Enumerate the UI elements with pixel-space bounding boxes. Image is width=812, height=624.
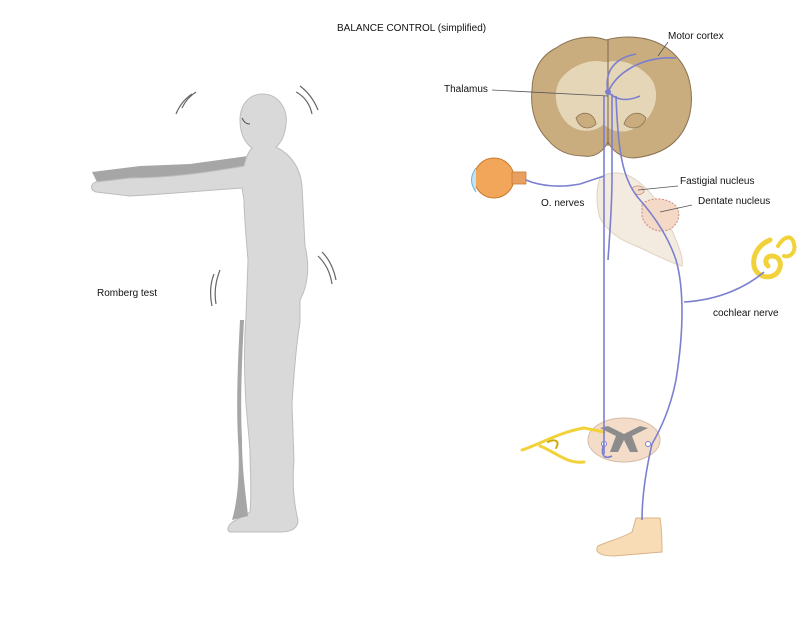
- cornea: [471, 167, 477, 193]
- neural-pathways: [525, 53, 765, 521]
- foot: [596, 517, 663, 557]
- closed-eye: [241, 117, 251, 125]
- cerebellum: [596, 172, 683, 267]
- optic-stump: [511, 171, 527, 185]
- brainstem-shape: [596, 172, 683, 267]
- dentate-nucleus-shape: [641, 198, 680, 232]
- sensory-nerve: [520, 426, 606, 464]
- label-leaders: [491, 41, 693, 213]
- cord-connector: [601, 443, 613, 459]
- sway-marks: [175, 85, 337, 307]
- eye: [471, 157, 527, 199]
- optic-pathway: [525, 175, 605, 187]
- back-leg: [232, 320, 248, 520]
- semicircular-canals: [776, 235, 797, 259]
- spinal-cord: [587, 417, 661, 463]
- o-nerves-label: O. nerves: [541, 198, 585, 209]
- thalamus-label: Thalamus: [444, 84, 488, 95]
- left-ventricle: [575, 112, 597, 129]
- cochlear-nerve-label: cochlear nerve: [713, 308, 779, 319]
- cord-node-right: [645, 441, 651, 447]
- grey-matter: [600, 426, 648, 452]
- descending-tract-mid: [607, 94, 613, 261]
- thalamic-branch: [607, 91, 641, 101]
- motor-cortex-label: Motor cortex: [668, 31, 724, 42]
- cochlea-spiral: [751, 237, 783, 280]
- eyeball: [473, 157, 515, 199]
- body-silhouette: [91, 93, 309, 533]
- spinocerebellar-tract: [615, 95, 683, 521]
- inner-ear: [751, 235, 797, 280]
- dentate-nucleus-label: Dentate nucleus: [698, 196, 771, 207]
- right-ventricle: [623, 112, 647, 129]
- romberg-label: Romberg test: [97, 288, 158, 299]
- diagram-title: BALANCE CONTROL (simplified): [337, 23, 487, 34]
- cortex-pathway-left: [606, 53, 637, 93]
- cochlear-pathway: [683, 271, 765, 303]
- fastigial-nucleus-label: Fastigial nucleus: [680, 176, 755, 187]
- cortex-pathway-right: [607, 57, 677, 93]
- romberg-figure: [91, 85, 337, 533]
- back-arm: [92, 156, 252, 184]
